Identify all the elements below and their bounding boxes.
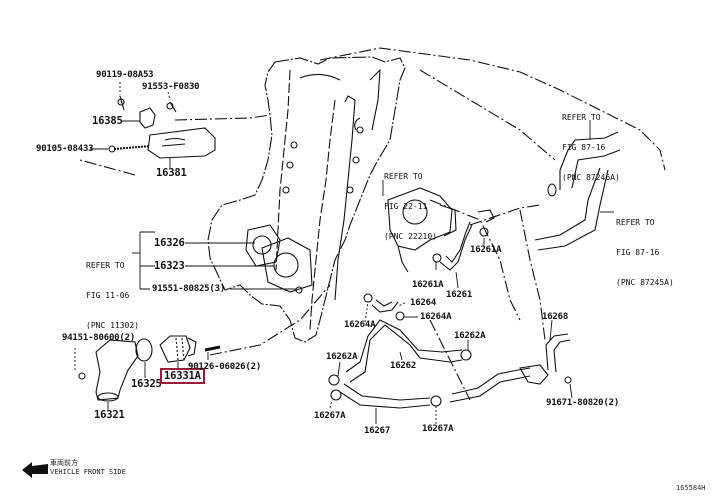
part-label-16325[interactable]: 16325 xyxy=(131,378,162,390)
front-label-jp: 車両前方 xyxy=(50,459,78,467)
heater-hose-87246A xyxy=(559,131,621,190)
part-label-16385[interactable]: 16385 xyxy=(92,115,123,127)
engine-phantom-outline xyxy=(79,47,666,401)
part-label-91553[interactable]: 91553-F0830 xyxy=(142,82,200,92)
part-label-16268[interactable]: 16268 xyxy=(542,312,569,322)
hose-16268 xyxy=(545,333,571,373)
leader-lines xyxy=(74,82,614,424)
ref-line3: (PNC 87245A) xyxy=(616,278,674,287)
part-label-90119[interactable]: 90119-08A53 xyxy=(96,70,154,80)
part-label-90105[interactable]: 90105-08433 xyxy=(36,144,94,154)
water-inlet-housing xyxy=(245,224,313,294)
part-label-16321[interactable]: 16321 xyxy=(94,409,125,421)
water-inlet-16321 xyxy=(78,339,139,402)
thermostat-16331A xyxy=(159,335,197,363)
heater-hose-87245A xyxy=(534,167,609,251)
bracket-16385 xyxy=(139,107,156,129)
hose-16267 xyxy=(339,383,431,409)
throttle-body xyxy=(387,187,457,273)
bolt-90105 xyxy=(113,145,151,150)
part-label-16326[interactable]: 16326 xyxy=(154,237,185,249)
reference-fig-87-16-b[interactable]: REFER TO FIG 87-16 (PNC 87245A) xyxy=(616,198,674,298)
part-label-91671[interactable]: 91671-80820(2) xyxy=(546,398,620,408)
reference-fig-11-06[interactable]: REFER TO FIG 11-06 (PNC 11302) xyxy=(86,241,139,341)
part-label-16267A-left[interactable]: 16267A xyxy=(314,411,346,421)
part-label-16264[interactable]: 16264 xyxy=(410,298,437,308)
bolt-90119 xyxy=(119,95,125,111)
part-label-16381[interactable]: 16381 xyxy=(156,167,187,179)
gasket-16325 xyxy=(135,338,153,362)
hose-16261 xyxy=(439,221,473,271)
part-label-16331A-highlighted[interactable]: 16331A xyxy=(160,368,205,384)
reference-fig-87-16-a[interactable]: REFER TO FIG 87-16 (PNC 87246A) xyxy=(562,93,620,193)
ref-line2: FIG 22-11 xyxy=(384,202,428,211)
hose-16264 xyxy=(371,299,399,313)
ref-line2: FIG 87-16 xyxy=(616,248,660,257)
ref-line3: (PNC 87246A) xyxy=(562,173,620,182)
part-label-16323[interactable]: 16323 xyxy=(154,260,185,272)
part-label-16261A-upper[interactable]: 16261A xyxy=(470,245,502,255)
ref-line2: FIG 11-06 xyxy=(86,291,130,300)
ref-line1: REFER TO xyxy=(616,218,655,227)
part-label-16262A-left[interactable]: 16262A xyxy=(326,352,358,362)
part-label-16267[interactable]: 16267 xyxy=(364,426,391,436)
part-label-16264A-right[interactable]: 16264A xyxy=(420,312,452,322)
part-label-91551[interactable]: 91551-80825(3) xyxy=(152,284,226,294)
hose-16262 xyxy=(345,319,463,383)
stud-90126 xyxy=(204,345,221,352)
water-pipe xyxy=(449,367,531,403)
ref-line3: (PNC 11302) xyxy=(86,321,139,330)
part-label-16267A-right[interactable]: 16267A xyxy=(422,424,454,434)
ref-line1: REFER TO xyxy=(86,261,125,270)
part-label-16262[interactable]: 16262 xyxy=(390,361,417,371)
arrow-left-icon xyxy=(22,462,48,478)
part-label-94151[interactable]: 94151-80600(2) xyxy=(62,333,136,343)
part-label-16261A-lower[interactable]: 16261A xyxy=(412,280,444,290)
front-label-en: VEHICLE FRONT SIDE xyxy=(50,468,126,476)
part-label-16262A-right[interactable]: 16262A xyxy=(454,331,486,341)
ref-line2: FIG 87-16 xyxy=(562,143,606,152)
ref-line1: REFER TO xyxy=(562,113,601,122)
part-label-90126[interactable]: 90126-06026(2) xyxy=(188,362,262,372)
ref-line3: (PNC 22210) xyxy=(384,232,437,241)
timing-chain-cover xyxy=(207,56,406,343)
part-label-16264A-left[interactable]: 16264A xyxy=(344,320,376,330)
figure-code: 165584H xyxy=(676,484,706,492)
reference-fig-22-11[interactable]: REFER TO FIG 22-11 (PNC 22210) xyxy=(384,152,437,252)
ref-line1: REFER TO xyxy=(384,172,423,181)
vehicle-front-indicator: 車両前方 VEHICLE FRONT SIDE xyxy=(50,459,126,477)
bracket-16381 xyxy=(147,127,216,159)
part-label-16261[interactable]: 16261 xyxy=(446,290,473,300)
